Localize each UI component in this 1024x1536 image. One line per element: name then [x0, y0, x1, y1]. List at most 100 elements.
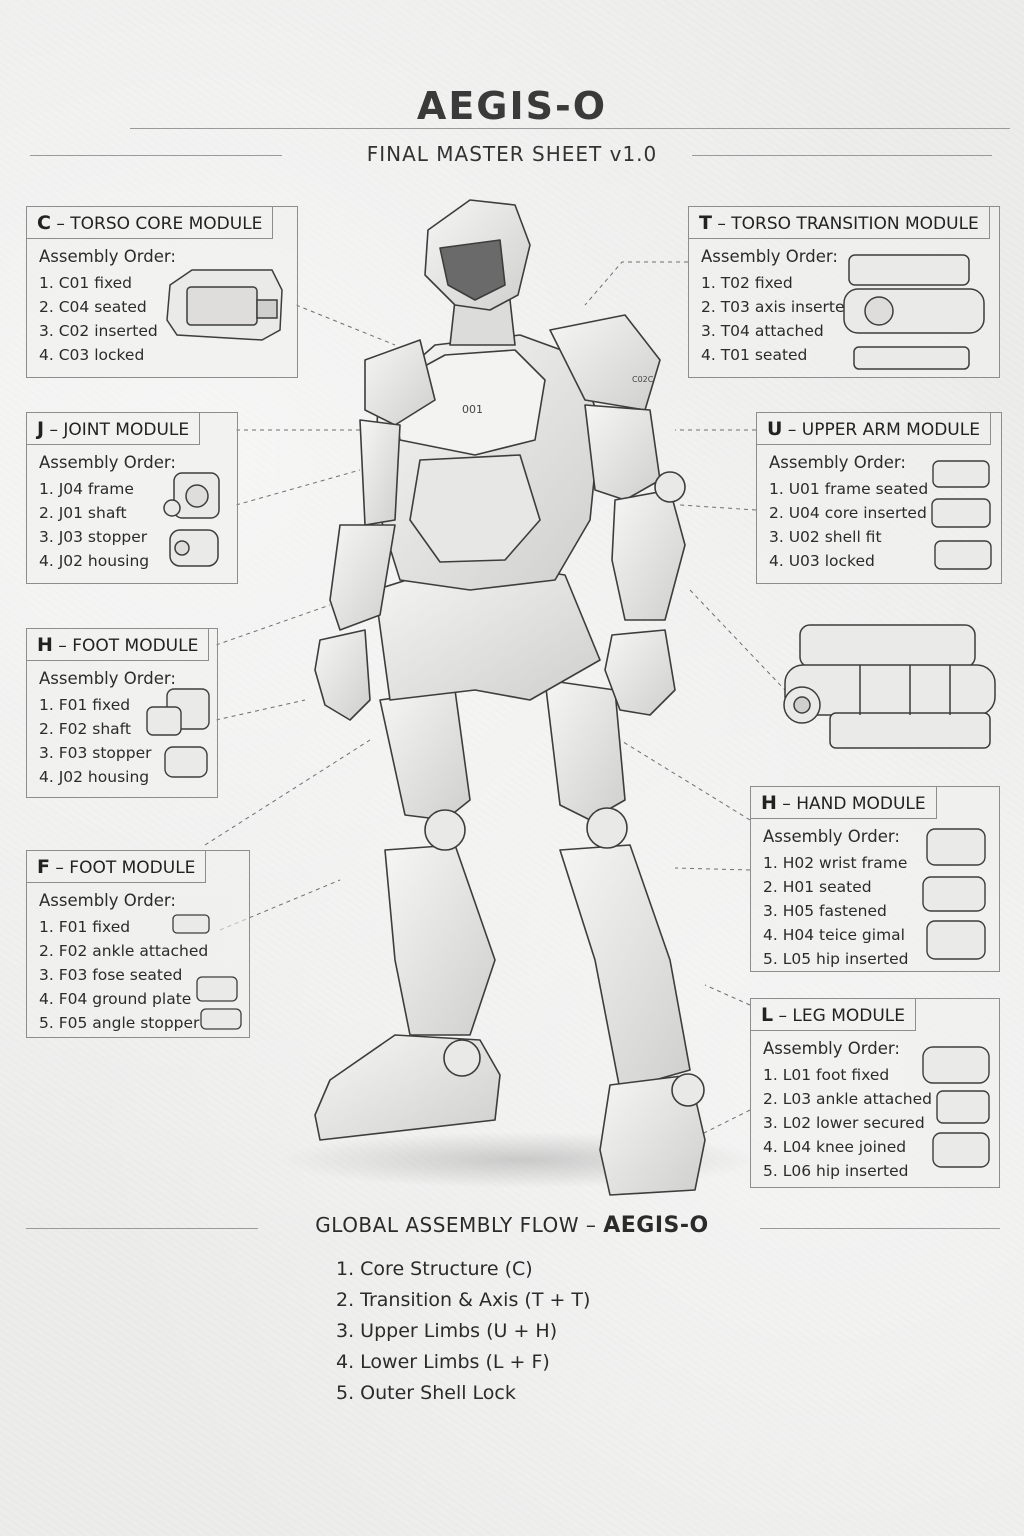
chest-serial-label: 001: [462, 403, 483, 416]
joint-module-panel: J – JOINT MODULE Assembly Order: 1. J04 …: [26, 412, 238, 584]
assembly-step: 4. J02 housing: [39, 768, 150, 786]
leader-torso-transition: [584, 261, 688, 306]
leader-joint-2: [235, 469, 361, 506]
assembly-step: 2. H01 seated: [763, 878, 872, 896]
torso-transition-part-icon: [843, 254, 985, 370]
assembly-step: 4. T01 seated: [701, 346, 808, 364]
assembly-step: 2. T03 axis inserted: [701, 298, 855, 316]
assembly-step: 4. F04 ground plate: [39, 990, 192, 1008]
flow-step: 1. Core Structure (C): [336, 1258, 533, 1280]
assembly-step: 5. L06 hip inserted: [763, 1162, 909, 1180]
hand-module-panel: H – HAND MODULE Assembly Order: 1. H02 w…: [750, 786, 1000, 972]
assembly-step: 1. F01 fixed: [39, 918, 131, 936]
right-thigh: [544, 679, 626, 821]
upper-arm-module-header: U – UPPER ARM MODULE: [757, 413, 991, 445]
abdomen: [409, 454, 541, 563]
assembly-step: 5. L05 hip inserted: [763, 950, 909, 968]
assembly-step: 1. C01 fixed: [39, 274, 133, 292]
right-forearm: [611, 489, 686, 621]
torso-transition-module-panel: T – TORSO TRANSITION MODULE Assembly Ord…: [688, 206, 1000, 378]
assembly-step: 1. H02 wrist frame: [763, 854, 908, 872]
assembly-step: 3. F03 stopper: [39, 744, 152, 762]
left-forearm: [329, 524, 396, 631]
left-ankle-joint: [443, 1039, 481, 1077]
joint-part-icon: [163, 472, 220, 567]
sheet-subtitle: FINAL MASTER SHEET v1.0: [366, 142, 658, 166]
flow-step: 3. Upper Limbs (U + H): [336, 1320, 558, 1342]
leg-part-icon: [922, 1046, 990, 1168]
left-shoulder: [364, 339, 436, 426]
assembly-order-label: Assembly Order:: [701, 247, 838, 266]
right-hand: [604, 629, 676, 716]
right-ankle-joint: [671, 1073, 705, 1107]
leader-torso-core: [295, 304, 396, 346]
foot-module-h-panel: H – FOOT MODULE Assembly Order: 1. F01 f…: [26, 628, 218, 798]
left-shin: [384, 844, 496, 1036]
hand-module-header: H – HAND MODULE: [751, 787, 937, 819]
assembly-step: 4. U03 locked: [769, 552, 875, 570]
global-assembly-flow-title: GLOBAL ASSEMBLY FLOW – AEGIS-O: [315, 1213, 709, 1238]
visor: [439, 239, 506, 301]
right-elbow-joint: [654, 471, 686, 503]
assembly-step: 3. F03 fose seated: [39, 966, 183, 984]
flow-rule-left: [26, 1228, 258, 1229]
sheet-title: AEGIS-O: [416, 84, 608, 128]
left-thigh: [379, 689, 471, 821]
assembly-order-label: Assembly Order:: [763, 1039, 900, 1058]
subtitle-rule-right: [692, 155, 992, 156]
right-upper-arm: [584, 404, 661, 501]
leg-module-panel: L – LEG MODULE Assembly Order: 1. L01 fo…: [750, 998, 1000, 1188]
assembly-step: 1. U01 frame seated: [769, 480, 929, 498]
leader-arm-part: [689, 589, 786, 691]
flow-step: 5. Outer Shell Lock: [336, 1382, 516, 1404]
leader-leg: [704, 984, 751, 1006]
assembly-step: 4. L04 knee joined: [763, 1138, 907, 1156]
assembly-step: 2. J01 shaft: [39, 504, 127, 522]
leg-module-header: L – LEG MODULE: [751, 999, 917, 1031]
assembly-step: 2. F02 shaft: [39, 720, 131, 738]
flow-step: 4. Lower Limbs (L + F): [336, 1351, 550, 1373]
leader-foot-f: [219, 879, 341, 931]
right-shin: [559, 844, 691, 1091]
assembly-order-label: Assembly Order:: [39, 247, 176, 266]
left-hand: [314, 629, 371, 721]
torso-core-module-panel: C – TORSO CORE MODULE Assembly Order: 1.…: [26, 206, 298, 378]
assembly-step: 3. U02 shell fit: [769, 528, 882, 546]
assembly-order-label: Assembly Order:: [39, 669, 176, 688]
foot-f-part-icon: [172, 914, 242, 1030]
assembly-step: 3. T04 attached: [701, 322, 824, 340]
assembly-step: 1. J04 frame: [39, 480, 134, 498]
shoulder-serial-label: C02C: [632, 375, 654, 384]
assembly-step: 1. L01 foot fixed: [763, 1066, 890, 1084]
left-upper-arm: [359, 419, 401, 526]
assembly-order-label: Assembly Order:: [763, 827, 900, 846]
upper-arm-module-panel: U – UPPER ARM MODULE Assembly Order: 1. …: [756, 412, 1002, 584]
flow-rule-right: [760, 1228, 1000, 1229]
assembly-step: 1. F01 fixed: [39, 696, 131, 714]
assembly-order-label: Assembly Order:: [39, 453, 176, 472]
subtitle-rule-left: [30, 155, 282, 156]
leader-leg-2: [699, 1109, 751, 1136]
assembly-step: 4. C03 locked: [39, 346, 145, 364]
assembly-step: 2. F02 ankle attached: [39, 942, 209, 960]
assembly-step: 4. H04 teice gimal: [763, 926, 905, 944]
assembly-step: 2. L03 ankle attached: [763, 1090, 932, 1108]
upper-arm-part-icon: [931, 460, 992, 570]
assembly-step: 5. F05 angle stopper: [39, 1014, 200, 1032]
assembly-step: 4. J02 housing: [39, 552, 150, 570]
global-assembly-flow-list: 1. Core Structure (C) 2. Transition & Ax…: [336, 1254, 590, 1409]
joint-module-header: J – JOINT MODULE: [27, 413, 201, 445]
assembly-step: 3. H05 fastened: [763, 902, 887, 920]
assembly-step: 2. U04 core inserted: [769, 504, 927, 522]
right-shoulder: [549, 314, 661, 411]
assembly-step: 1. T02 fixed: [701, 274, 793, 292]
torso-core-module-header: C – TORSO CORE MODULE: [27, 207, 274, 239]
arm-assembly-illustration: [783, 624, 996, 749]
foot-module-f-panel: F – FOOT MODULE Assembly Order: 1. F01 f…: [26, 850, 250, 1038]
hand-part-icon: [922, 828, 986, 960]
leader-hand: [619, 739, 751, 821]
title-rule: [130, 128, 1010, 129]
left-knee-joint: [424, 809, 466, 851]
